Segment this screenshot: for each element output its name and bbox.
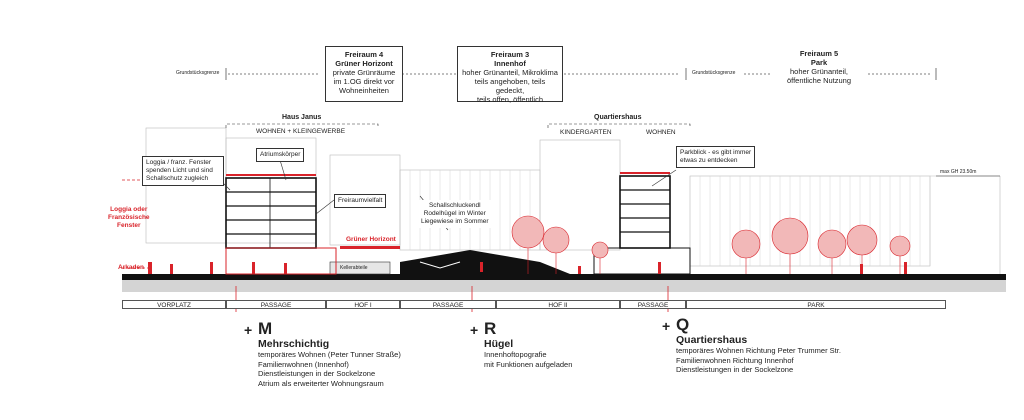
- freiraum-3-desc-2: teils angehoben, teils gedeckt,: [474, 77, 546, 95]
- ground-section: [122, 250, 1006, 292]
- haus-janus-section: [225, 177, 337, 275]
- freiraum-5-title: Freiraum 5: [799, 49, 839, 58]
- freiraum-4-subtitle: Grüner Horizont: [335, 59, 393, 68]
- trees: [511, 215, 911, 274]
- freiraum-4-desc-1: private Grünräume: [332, 68, 396, 77]
- loggia-note-2: spenden Licht und sind: [146, 167, 213, 174]
- atrium-note-text: Atriumskörper: [260, 151, 301, 158]
- tree-crown: [817, 229, 847, 259]
- strategy-r: + R Hügel Innenhoftopografie mit Funktio…: [470, 319, 573, 369]
- plus-icon: +: [662, 318, 671, 334]
- grenze-label-right: Grundstücksgrenze: [692, 70, 736, 76]
- freiraum-4-box: Freiraum 4 Grüner Horizont private Grünr…: [325, 46, 403, 102]
- freiraum-3-desc-3: teils offen, öffentlich: [476, 95, 544, 104]
- red-accents: [148, 172, 907, 274]
- kellerabteile-label: Kellerabteile: [340, 265, 368, 271]
- parkblick-note: Parkblick - es gibt immer etwas zu entde…: [676, 146, 756, 168]
- wohnen-label: WOHNEN: [646, 129, 676, 136]
- freiraum-4-title: Freiraum 4: [344, 50, 384, 59]
- strategy-r-desc-2: mit Funktionen aufgeladen: [484, 359, 573, 369]
- strategy-q-desc-3: Dienstleistungen in der Sockelzone: [676, 365, 794, 374]
- quartiershaus-label: Quartiershaus: [594, 114, 642, 121]
- freiraum-3-subtitle: Innenhof: [494, 59, 526, 68]
- freiraum-4-desc-2: im 1.OG direkt vor: [333, 77, 395, 86]
- strategy-q-name: Quartiershaus: [676, 334, 748, 346]
- freiraumvielfalt-note: Freiraumvielfalt: [334, 194, 387, 208]
- strategy-m-desc-2: Familienwohnen (Innenhof): [258, 359, 349, 369]
- loggia-note-1: Loggia / franz. Fenster: [146, 159, 212, 166]
- freiraum-5-desc-2: öffentliche Nutzung: [786, 76, 852, 85]
- loggia-side-label: Loggia oder Französische Fenster: [108, 206, 150, 230]
- strategy-m-name: Mehrschichtig: [258, 338, 330, 350]
- tree-crown: [731, 229, 761, 259]
- gruener-horizont-label: Grüner Horizont: [346, 236, 396, 243]
- grenze-label-left: Grundstücksgrenze: [176, 70, 220, 76]
- schallschutz-2: Rodelhügel im Winter: [423, 210, 486, 217]
- strategy-q: + Q Quartiershaus temporäres Wohnen Rich…: [662, 315, 841, 375]
- freiraum-5-subtitle: Park: [810, 58, 828, 67]
- schallschutz-note: Schallschluckendl Rodelhügel im Winter L…: [418, 200, 492, 228]
- strategy-r-desc-1: Innenhoftopografie: [484, 350, 547, 359]
- strategy-m-letter: M: [258, 319, 273, 338]
- parkblick-1: Parkblick - es gibt immer: [680, 149, 752, 156]
- atrium-note: Atriumskörper: [256, 148, 305, 162]
- tree-crown: [846, 224, 878, 256]
- zone-park: PARK: [686, 300, 946, 309]
- loggia-side-2: Französische: [108, 214, 150, 221]
- zone-passage-2: PASSAGE: [400, 300, 496, 309]
- loggia-side-1: Loggia oder: [110, 206, 148, 213]
- strategy-r-name: Hügel: [484, 338, 514, 350]
- freiraum-5-desc-1: hoher Grünanteil,: [790, 67, 848, 76]
- tree-crown: [591, 241, 609, 259]
- zone-vorplatz: VORPLATZ: [122, 300, 226, 309]
- freiraum-5-box: Freiraum 5 Park hoher Grünanteil, öffent…: [772, 46, 866, 96]
- parkblick-2: etwas zu entdecken: [680, 157, 738, 164]
- strategy-q-letter: Q: [676, 315, 690, 334]
- haus-janus-use: WOHNEN + KLEINGEWERBE: [256, 128, 346, 135]
- quartiershaus-section: [593, 175, 691, 275]
- zone-passage-1: PASSAGE: [226, 300, 326, 309]
- arkaden-label: Arkaden: [118, 264, 145, 271]
- zone-passage-3: PASSAGE: [620, 300, 686, 309]
- schallschutz-3: Liegewiese im Sommer: [421, 218, 489, 225]
- freiraum-3-box: Freiraum 3 Innenhof hoher Grünanteil, Mi…: [457, 46, 563, 104]
- zone-hof-2: HOF II: [496, 300, 620, 309]
- zone-hof-1: HOF I: [326, 300, 400, 309]
- tree-crown: [542, 226, 570, 254]
- bracket-lines: [225, 123, 691, 128]
- plus-icon: +: [470, 322, 479, 338]
- loggia-side-3: Fenster: [117, 222, 141, 229]
- freiraum-3-title: Freiraum 3: [490, 50, 530, 59]
- max-gh-label: max GH 23.50m: [940, 169, 977, 175]
- schallschutz-1: Schallschluckendl: [428, 202, 481, 209]
- strategy-q-desc-1: temporäres Wohnen Richtung Peter Trummer…: [676, 346, 841, 355]
- strategy-r-letter: R: [484, 319, 497, 338]
- plus-icon: +: [244, 322, 253, 338]
- freiraum-4-desc-3: Wohneinheiten: [339, 86, 389, 95]
- strategy-m-desc-1: temporäres Wohnen (Peter Tunner Straße): [258, 350, 401, 359]
- freiraum-3-desc-1: hoher Grünanteil, Mikroklima: [462, 68, 558, 77]
- loggia-note-3: Schallschutz zugleich: [146, 175, 209, 182]
- tree-crown: [771, 217, 809, 255]
- kindergarten-label: KINDERGARTEN: [560, 129, 612, 136]
- tree-crown: [889, 235, 911, 257]
- haus-janus-label: Haus Janus: [282, 114, 322, 121]
- grenze-ticks: [225, 68, 937, 80]
- strategy-m-desc-4: Atrium als erweiterter Wohnungsraum: [258, 378, 384, 388]
- tree-crown: [511, 215, 545, 249]
- strategy-q-desc-2: Familienwohnen Richtung Innenhof: [676, 355, 794, 365]
- freiraumvielfalt-text: Freiraumvielfalt: [338, 197, 383, 204]
- strategy-m-desc-3: Dienstleistungen in der Sockelzone: [258, 369, 376, 378]
- loggia-note: Loggia / franz. Fenster spenden Licht un…: [142, 156, 224, 186]
- strategy-m: + M Mehrschichtig temporäres Wohnen (Pet…: [244, 319, 401, 388]
